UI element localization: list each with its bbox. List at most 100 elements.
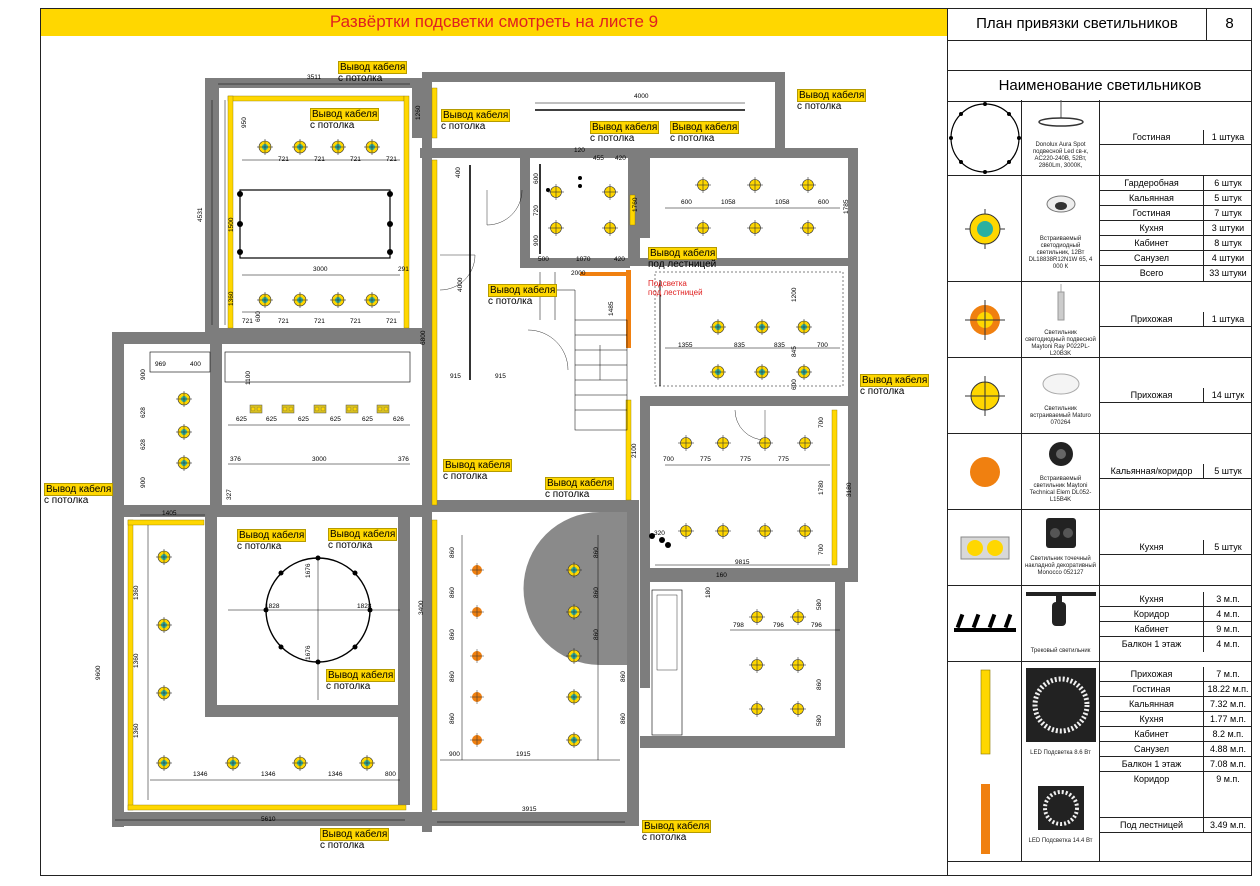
dim: 860 — [816, 679, 823, 690]
panel-divider — [947, 8, 948, 876]
dim: 2100 — [631, 443, 638, 458]
dim: 721 — [386, 318, 397, 325]
dim: 1360 — [133, 653, 140, 668]
dim: 900 — [140, 369, 147, 380]
dim: 721 — [242, 318, 253, 325]
fixture-photo: Светильник точечный накладной декоративн… — [1022, 510, 1100, 585]
dim: 1360 — [228, 291, 235, 306]
dim: 1346 — [328, 771, 343, 778]
led-strip-symbol-icon — [948, 662, 1022, 861]
dim: 900 — [533, 235, 540, 246]
dim: 915 — [450, 373, 461, 380]
dim: 625 — [362, 416, 373, 423]
round-balcony — [523, 512, 627, 665]
dim: 860 — [620, 671, 627, 682]
dim: 3180 — [846, 482, 853, 497]
dim: 120 — [574, 147, 585, 154]
dim: 625 — [266, 416, 277, 423]
dim: 4000 — [457, 277, 464, 292]
dim: 4531 — [197, 207, 204, 222]
dim: 1500 — [228, 217, 235, 232]
fixture-photo: Встраиваемый светильник Maytoni Technica… — [1022, 434, 1100, 509]
dim: 1405 — [162, 510, 177, 517]
sheet-title: План привязки светильников — [948, 8, 1207, 41]
dim: 860 — [593, 547, 600, 558]
dim: 1260 — [415, 105, 422, 120]
dim: 5610 — [261, 816, 276, 823]
sheet-number: 8 — [1207, 8, 1252, 41]
dim: 628 — [140, 439, 147, 450]
dim: 600 — [255, 311, 262, 322]
fixture-photo: LED Подсветка 8.6 Вт LED Подсветка 14.4 … — [1022, 662, 1100, 861]
dim: 721 — [314, 318, 325, 325]
dimension-lines — [115, 83, 840, 823]
dim: 1915 — [516, 751, 531, 758]
dim: 1785 — [843, 199, 850, 214]
dim: 626 — [393, 416, 404, 423]
dim: 291 — [398, 266, 409, 273]
dim: 376 — [230, 456, 241, 463]
dim: 376 — [398, 456, 409, 463]
legend-panel: План привязки светильников 8 Наименовани… — [948, 8, 1252, 876]
ring-symbol-icon — [948, 100, 1022, 175]
dim: 860 — [449, 671, 456, 682]
dim: 400 — [455, 167, 462, 178]
dim: 600 — [533, 173, 540, 184]
dim: 9600 — [95, 665, 102, 680]
dim: 775 — [778, 456, 789, 463]
dim: 845 — [791, 346, 798, 357]
dim: 1346 — [261, 771, 276, 778]
dim: 3000 — [313, 266, 328, 273]
ring-posts — [237, 191, 393, 255]
dim: 580 — [816, 715, 823, 726]
legend-group-dl18838: Встраиваемый светодиодный светильник, 12… — [948, 176, 1252, 282]
dim: 700 — [663, 456, 674, 463]
dim: 798 — [733, 622, 744, 629]
dim: 900 — [140, 477, 147, 488]
dim: 1828 — [357, 603, 372, 610]
dim: 600 — [791, 379, 798, 390]
spot-orange-symbol-icon — [948, 434, 1022, 509]
dim: 835 — [734, 342, 745, 349]
fixture-caption: Встраиваемый светильник Maytoni Technica… — [1029, 476, 1092, 503]
dim: 3000 — [312, 456, 327, 463]
dim: 700 — [818, 544, 825, 555]
fixture-caption: Donolux Aura Spot подвесной Led св-к, AC… — [1032, 142, 1089, 169]
fixture-photo: Светильник встраиваемый Maturo 070264 — [1022, 358, 1100, 433]
led-strips — [127, 87, 838, 811]
dim: 455 — [593, 155, 604, 162]
legend-group-led: LED Подсветка 8.6 Вт LED Подсветка 14.4 … — [948, 662, 1252, 862]
fixture-photo: Светильник светодиодный подвесной Mayton… — [1022, 282, 1100, 357]
fixture-photo: Donolux Aura Spot подвесной Led св-к, AC… — [1022, 100, 1100, 175]
ceiling-light-symbol-icon — [948, 358, 1022, 433]
downlight-symbol-icon — [948, 176, 1022, 281]
fixture-caption: Встраиваемый светодиодный светильник, 12… — [1028, 236, 1093, 270]
dim: 1760 — [632, 197, 639, 212]
dim: 700 — [817, 342, 828, 349]
dim: 628 — [140, 407, 147, 418]
fixture-photo: Трековый светильник — [1022, 586, 1100, 661]
dim: 775 — [700, 456, 711, 463]
banner: Развёртки подсветки смотреть на листе 9 — [41, 8, 947, 36]
